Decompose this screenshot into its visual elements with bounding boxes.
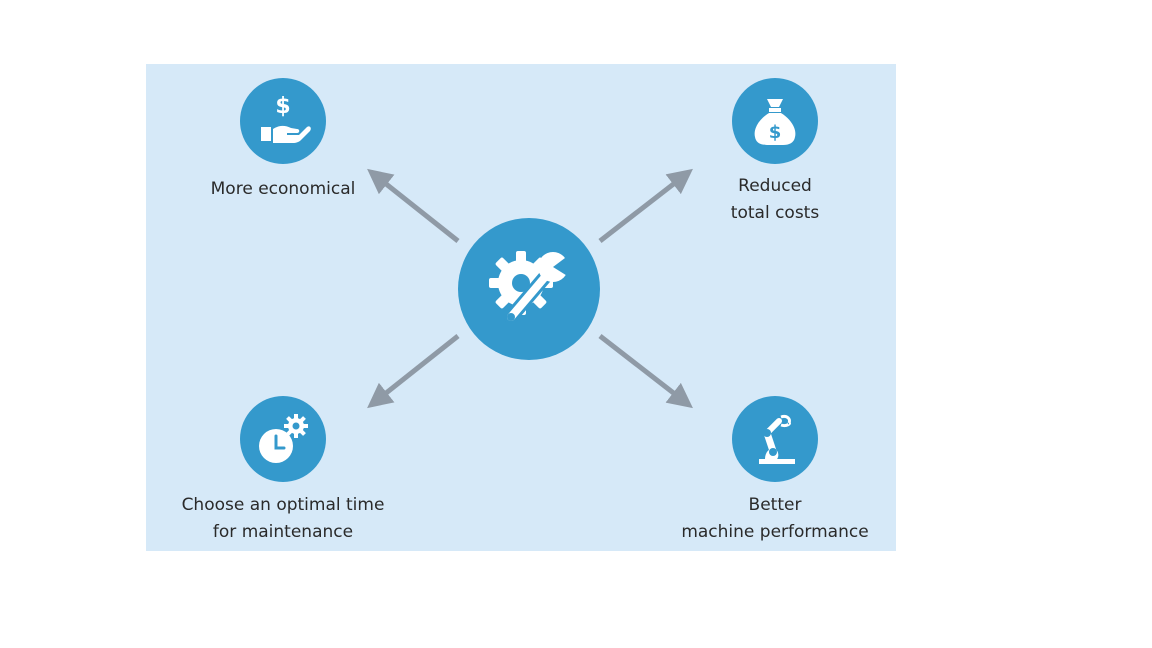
gear-wrench-icon <box>473 233 585 345</box>
arrow-to-top-left <box>367 168 460 243</box>
center-hub <box>458 218 600 360</box>
robot-arm-icon <box>745 409 805 469</box>
arrow-to-bottom-left <box>367 334 460 409</box>
svg-text:$: $ <box>275 94 290 119</box>
clock-gear-icon <box>252 408 314 470</box>
diagram-panel: $ More economical $ Reduced total costs <box>146 64 896 551</box>
label-more-economical: More economical <box>210 179 356 199</box>
arrows-layer <box>367 168 693 409</box>
svg-text:$: $ <box>769 122 782 143</box>
arrow-to-top-right <box>598 168 693 243</box>
money-bag-icon: $ <box>745 91 805 151</box>
node-more-economical: $ <box>240 78 326 164</box>
node-reduced-total-costs: $ <box>732 78 818 164</box>
arrow-to-bottom-right <box>598 334 693 409</box>
node-better-machine-performance <box>732 396 818 482</box>
label-reduced-total-costs: Reduced total costs <box>730 176 820 223</box>
hand-dollar-icon: $ <box>253 91 313 151</box>
label-better-machine-performance: Better machine performance <box>681 495 869 542</box>
node-optimal-maintenance-time <box>240 396 326 482</box>
label-optimal-maintenance-time: Choose an optimal time for maintenance <box>181 495 385 542</box>
